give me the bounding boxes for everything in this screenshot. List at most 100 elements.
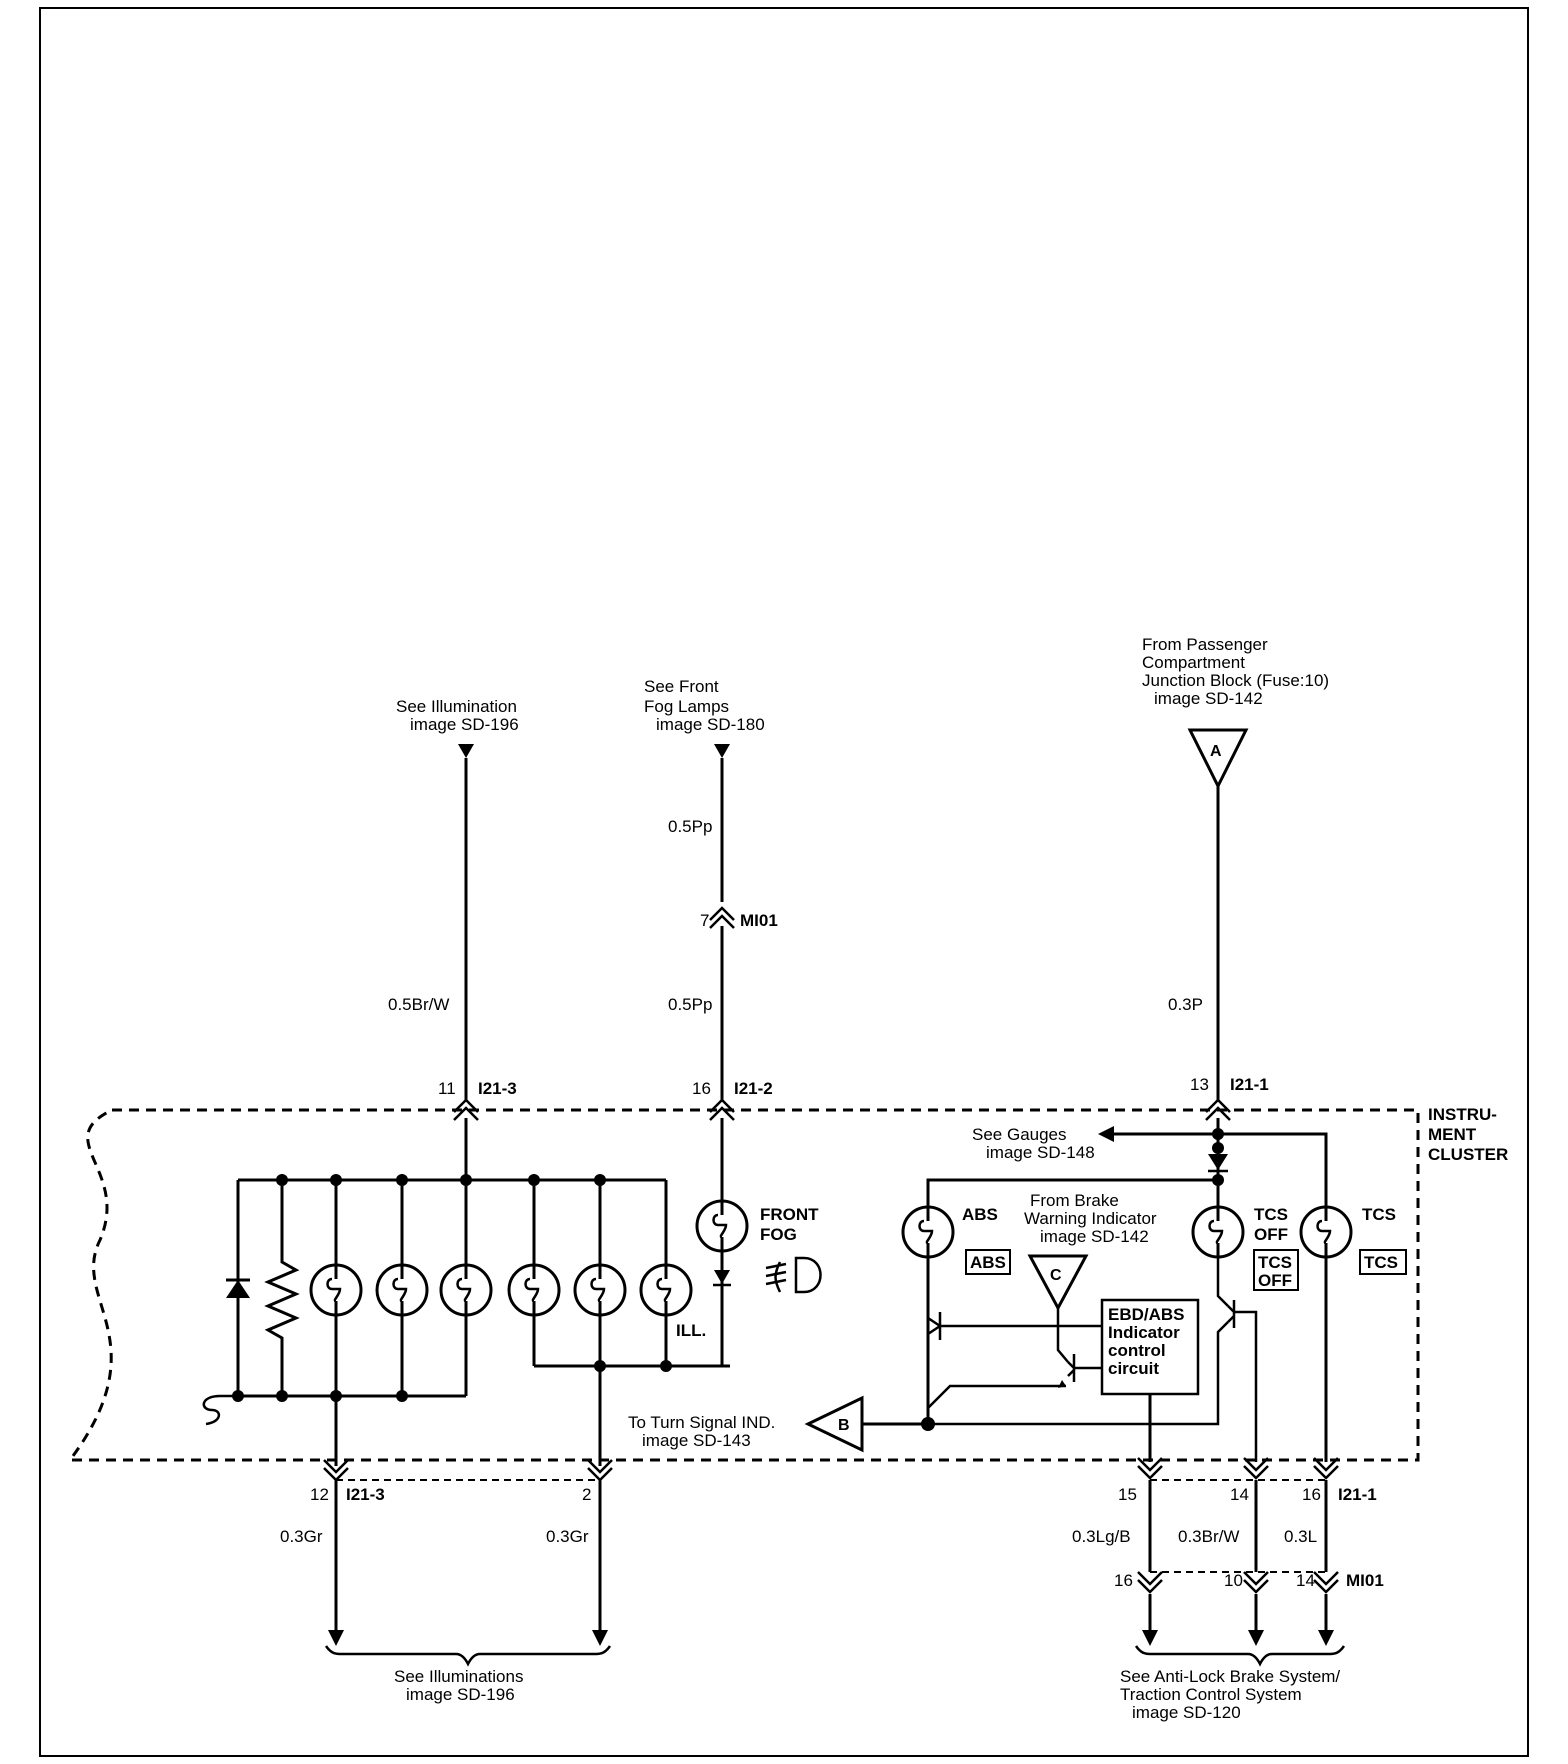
diagram-label: 15 [1118,1485,1137,1504]
arrow-down-icon [592,1630,608,1646]
diagram-label: FOG [760,1225,797,1244]
diagram-label: 0.3L [1284,1527,1317,1546]
diagram-label: image SD-142 [1040,1227,1149,1246]
diagram-label: 0.3Lg/B [1072,1527,1131,1546]
abs-tcs-branch: From Passenger Compartment Junction Bloc… [628,635,1407,1722]
diagram-label: 16 [1114,1571,1133,1590]
bulb-icon [309,1263,363,1317]
fog-lamp-icon [765,1256,822,1294]
bulb-icon [439,1263,493,1317]
bulb-icon [507,1263,561,1317]
diagram-label: From Passenger [1142,635,1268,654]
illumination-branch: See Illumination image SD-196 0.5Br/W 11… [202,697,730,1704]
diagram-label: 0.5Pp [668,817,712,836]
diagram-label: 10 [1224,1571,1243,1590]
connector-c-triangle [1027,1254,1089,1312]
diagram-label: TCS [1362,1205,1396,1224]
diode-icon [714,1270,730,1284]
diagram-label: See Gauges [972,1125,1067,1144]
diagram-label: From Brake [1030,1191,1119,1210]
diode-icon [226,1280,250,1298]
abs-symbol-box [965,1249,1011,1275]
diagram-label: INSTRU- [1428,1105,1497,1124]
instrument-cluster-boundary [67,1108,1420,1462]
diagram-label: OFF [1254,1225,1288,1244]
diagram-label: image SD-142 [1154,689,1263,708]
diagram-label: 0.3Gr [280,1527,323,1546]
diagram-label: I21-2 [734,1079,773,1098]
diagram-label: I21-3 [478,1079,517,1098]
diagram-label: Fog Lamps [644,697,729,716]
diagram-label: ABS [970,1253,1006,1272]
diagram-label: MENT [1428,1125,1477,1144]
front-fog-bulb-icon [695,1199,749,1253]
abs-bulb-icon [901,1205,955,1259]
diagram-label: TCS [1258,1253,1292,1272]
diagram-label: image SD-196 [406,1685,515,1704]
diagram-label: 12 [310,1485,329,1504]
resistor-icon [264,1180,300,1396]
diagram-label: TCS [1254,1205,1288,1224]
diagram-label: I21-3 [346,1485,385,1504]
diagram-label: 7 [700,911,709,930]
ground-icon [202,1394,238,1426]
diagram-label: image SD-120 [1132,1703,1241,1722]
tcs-off-bulb-icon [1191,1205,1245,1259]
diagram-label: 0.3Gr [546,1527,589,1546]
arrow-to-gauges [1098,1126,1114,1142]
diagram-label: control [1108,1341,1166,1360]
diagram-label: 16 [1302,1485,1321,1504]
diagram-label: 16 [692,1079,711,1098]
diagram-label: I21-1 [1338,1485,1377,1504]
diagram-label: B [838,1417,850,1434]
diagram-label: MI01 [740,911,778,930]
arrow-down-icon [1142,1630,1158,1646]
diagram-label: ILL. [676,1321,706,1340]
diode-icon [1208,1154,1228,1170]
diagram-label: EBD/ABS [1108,1305,1185,1324]
diagram-label: FRONT [760,1205,819,1224]
diagram-label: Compartment [1142,653,1245,672]
arrow-down-icon [1318,1630,1334,1646]
diagram-label: 0.5Br/W [388,995,449,1014]
tcs-bulb-icon [1299,1205,1353,1259]
front-fog-branch: See Front Fog Lamps image SD-180 0.5Pp 7… [644,677,822,1366]
diagram-label: Indicator [1108,1323,1180,1342]
diagram-label: 0.3Br/W [1178,1527,1239,1546]
diagram-label: 2 [582,1485,591,1504]
connector-b-triangle [804,1395,864,1453]
bulb-icon [639,1263,693,1317]
diagram-label: Traction Control System [1120,1685,1302,1704]
tcs-symbol-box [1359,1249,1407,1275]
diagram-label: 0.3P [1168,995,1203,1014]
diagram-label: Junction Block (Fuse:10) [1142,671,1329,690]
diagram-label: image SD-143 [642,1431,751,1450]
diagram-label: 14 [1296,1571,1315,1590]
diagram-label: OFF [1258,1271,1292,1290]
diagram-label: circuit [1108,1359,1159,1378]
arrow-down-icon [1248,1630,1264,1646]
diagram-label: See Illumination [396,697,517,716]
diagram-label: See Anti-Lock Brake System/ [1120,1667,1340,1686]
diagram-label: ABS [962,1205,998,1224]
diagram-label: See Illuminations [394,1667,523,1686]
diagram-label: 0.5Pp [668,995,712,1014]
page-frame [39,7,1529,1757]
diagram-label: image SD-148 [986,1143,1095,1162]
brace [324,1645,612,1667]
diagram-label: 11 [438,1079,456,1098]
diagram-label: TCS [1364,1253,1398,1272]
brace [1134,1645,1346,1667]
bulb-icon [375,1263,429,1317]
diagram-label: Warning Indicator [1024,1209,1157,1228]
arrow-to-front-fog [714,744,730,758]
diagram-label: I21-1 [1230,1075,1269,1094]
diagram-label: 13 [1190,1075,1209,1094]
arrow-to-illumination [458,744,474,758]
arrow-down-icon [328,1630,344,1646]
diagram-label: C [1050,1267,1062,1284]
ebd-abs-control-circuit [1100,1298,1200,1396]
diagram-label: MI01 [1346,1571,1384,1590]
instrument-cluster-label: INSTRU- MENT CLUSTER [1428,1105,1508,1164]
